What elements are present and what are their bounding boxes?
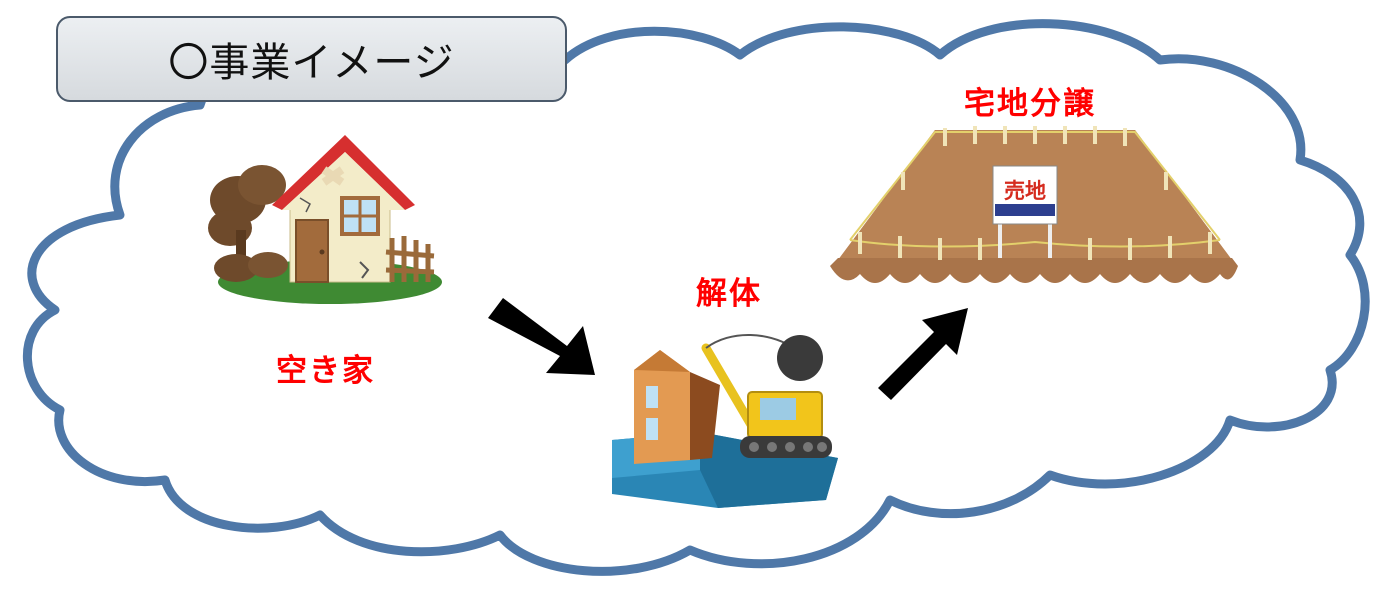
step-label-demolition: 解体 <box>696 276 762 312</box>
vacant-house-icon <box>208 135 442 304</box>
arrow-to-land-sale-icon <box>878 308 968 400</box>
diagram-title: 〇事業イメージ <box>56 16 567 102</box>
step-label-vacant-house: 空き家 <box>276 353 375 389</box>
demolition-crane-icon <box>612 333 838 508</box>
for-sale-sign-text: 売地 <box>1004 179 1046 203</box>
arrow-to-demolition-icon <box>488 298 595 375</box>
land-for-sale-icon: 売地 <box>830 126 1238 283</box>
step-label-land-subdivision: 宅地分譲 <box>964 86 1096 122</box>
